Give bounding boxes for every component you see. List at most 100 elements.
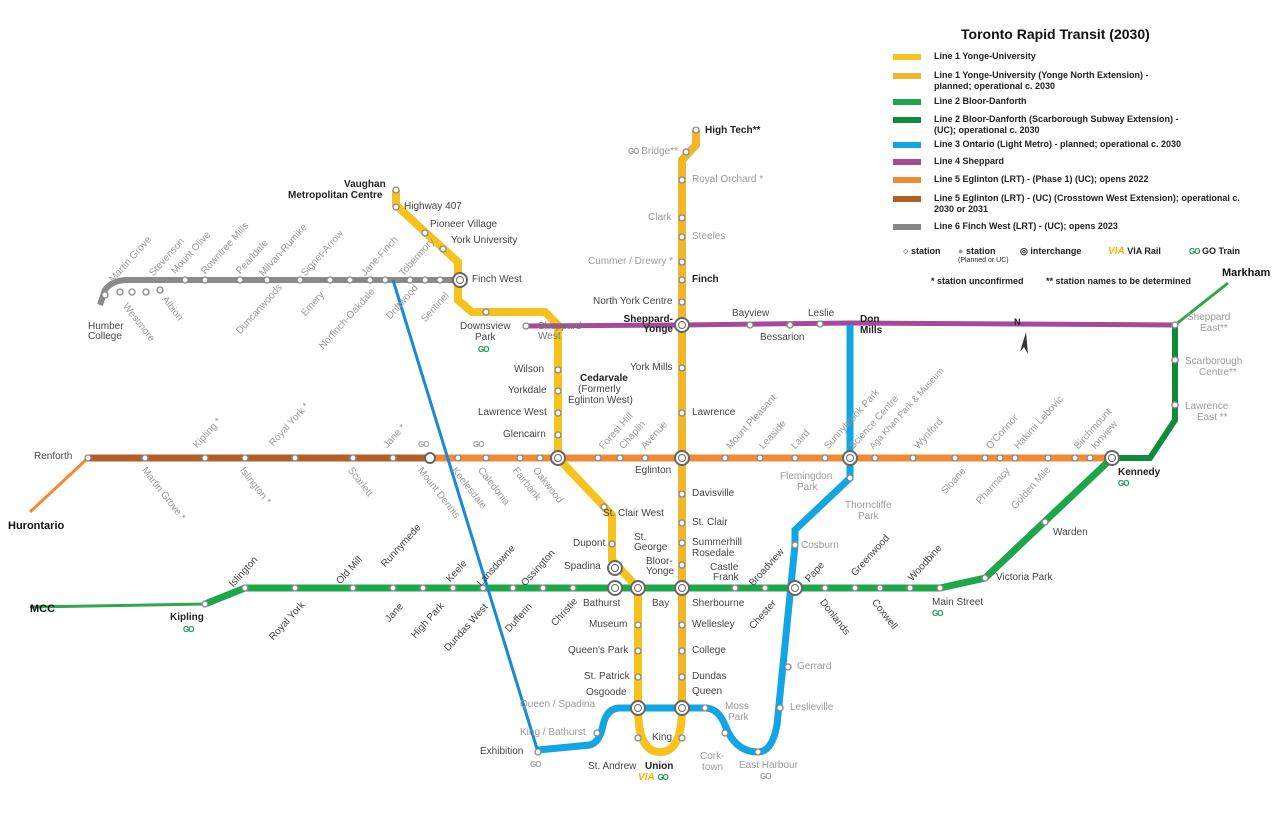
station-label: Bay xyxy=(652,598,670,609)
legend-note1: * station unconfirmed xyxy=(931,276,1024,286)
station-label: Queen xyxy=(692,686,723,697)
station-label: Cummer / Drewry * xyxy=(588,256,674,267)
station-label: Renforth xyxy=(34,451,73,462)
station-label: Dundas xyxy=(692,671,727,682)
station-label: Warden xyxy=(1053,527,1088,538)
station-label: Castle xyxy=(710,562,739,573)
station-label: Park xyxy=(858,511,879,522)
go-icon: GO xyxy=(530,760,541,769)
station-label: Downsview xyxy=(460,321,511,332)
station-label: Flemingdon xyxy=(780,471,833,482)
station-label: Cedarvale xyxy=(580,373,628,384)
go-icon: GO xyxy=(183,625,194,634)
go-icon: GO xyxy=(1118,479,1129,488)
station-label: Scarborough xyxy=(1185,356,1243,367)
go-icon: GO xyxy=(478,345,489,354)
station-label: Cosburn xyxy=(801,540,839,551)
station-label: York Mills xyxy=(630,362,673,373)
station-label: Wilson xyxy=(514,364,545,375)
station-label: Leslieville xyxy=(790,702,834,713)
station-label: Frank xyxy=(713,572,739,583)
go-icon: GO xyxy=(418,440,429,449)
station-label: King / Bathurst xyxy=(520,727,586,738)
go-icon: GO xyxy=(1189,247,1200,256)
station-label: North York Centre xyxy=(593,296,673,307)
line3-ontario xyxy=(537,325,854,756)
station-label: Don xyxy=(860,314,880,325)
go-icon: GO xyxy=(473,440,484,449)
station-label: Rosedale xyxy=(692,548,735,559)
station-label: Vaughan xyxy=(344,179,386,190)
station-label: town xyxy=(702,762,724,773)
station-label: Royal Orchard * xyxy=(692,174,764,185)
station-label: Osgoode xyxy=(586,687,627,698)
line3-diagonal xyxy=(391,279,540,753)
station-label: Summerhill xyxy=(692,537,743,548)
station-label: Leslie xyxy=(808,308,835,319)
station-label: Davisville xyxy=(692,488,735,499)
station-label: Kennedy xyxy=(1118,467,1161,478)
station-label: Glencairn xyxy=(503,429,546,440)
station-label: Park xyxy=(797,482,818,493)
station-label: Gerrard xyxy=(797,661,832,672)
station-label: Union xyxy=(645,761,674,772)
station-label: Metropolitan Centre xyxy=(288,190,383,201)
station-label: East** xyxy=(1200,323,1228,334)
station-label: St. Andrew xyxy=(588,761,637,772)
legend-station: ○ station xyxy=(903,246,941,256)
line4-sheppard xyxy=(525,320,1176,329)
line2-sse xyxy=(1112,325,1178,461)
station-label: Queen / Spadina xyxy=(520,699,596,710)
station-label: Thorncliffe xyxy=(845,500,892,511)
station-label: St. Clair West xyxy=(603,508,664,519)
station-label: Bathurst xyxy=(583,598,621,609)
station-label: Moss xyxy=(725,701,749,712)
markham-branch xyxy=(1174,281,1229,327)
station-label: GO Bridge** xyxy=(628,146,678,157)
station-label: Clark xyxy=(648,212,672,223)
station-label: Queen's Park xyxy=(568,645,629,656)
station-label: York University xyxy=(451,235,518,246)
station-label: St. Patrick xyxy=(584,671,630,682)
go-icon: GO xyxy=(760,772,771,781)
station-label: St. Clair xyxy=(692,517,728,528)
markham-label: Markham xyxy=(1222,267,1271,279)
station-label: Museum xyxy=(589,619,628,630)
station-label: Park xyxy=(475,332,496,343)
station-label: Centre** xyxy=(1199,367,1237,378)
station-label: College xyxy=(88,331,122,342)
station-label: Lawrence West xyxy=(478,407,547,418)
legend-title: Toronto Rapid Transit (2030) xyxy=(961,26,1150,42)
line1-yonge xyxy=(678,130,700,708)
station-label: Dupont xyxy=(573,538,606,549)
station-label: (Formerly xyxy=(578,384,621,395)
via-go-icon: VIA GO xyxy=(638,772,669,783)
legend-go: GO GO Train xyxy=(1189,246,1240,256)
station-label: Bessarion xyxy=(760,332,805,343)
station-label: Lawrence xyxy=(1185,401,1229,412)
via-icon: VIA xyxy=(1108,246,1125,257)
legend-interchange: ◎ interchange xyxy=(1020,246,1082,256)
station-label: Sheppard xyxy=(1187,312,1231,323)
station-label: Bayview xyxy=(732,308,770,319)
station-label: Bloor-Yonge xyxy=(646,556,674,577)
legend-via: VIA VIA Rail xyxy=(1108,246,1161,257)
legend-station-planned-sub: (Planned or UC) xyxy=(958,257,1009,264)
compass-label: N xyxy=(1014,317,1021,327)
line1-university xyxy=(392,190,686,757)
hurontario-label: Hurontario xyxy=(8,520,65,532)
compass-arrow-icon xyxy=(1020,332,1028,354)
station-label: Sherbourne xyxy=(692,598,745,609)
station-label: Highway 407 xyxy=(404,201,462,212)
station-label: Yorkdale xyxy=(508,385,547,396)
station-label: Main Street xyxy=(932,597,984,608)
line6-finch-west xyxy=(97,277,460,306)
station-label: East Harbour xyxy=(739,760,798,771)
station-label: College xyxy=(692,645,726,656)
station-label: Wellesley xyxy=(692,619,735,630)
station-label: High Tech** xyxy=(705,125,761,136)
legend-note2: ** station names to be determined xyxy=(1046,276,1192,286)
mcc-label: MCC xyxy=(30,603,56,615)
station-label: Pioneer Village xyxy=(430,219,498,230)
